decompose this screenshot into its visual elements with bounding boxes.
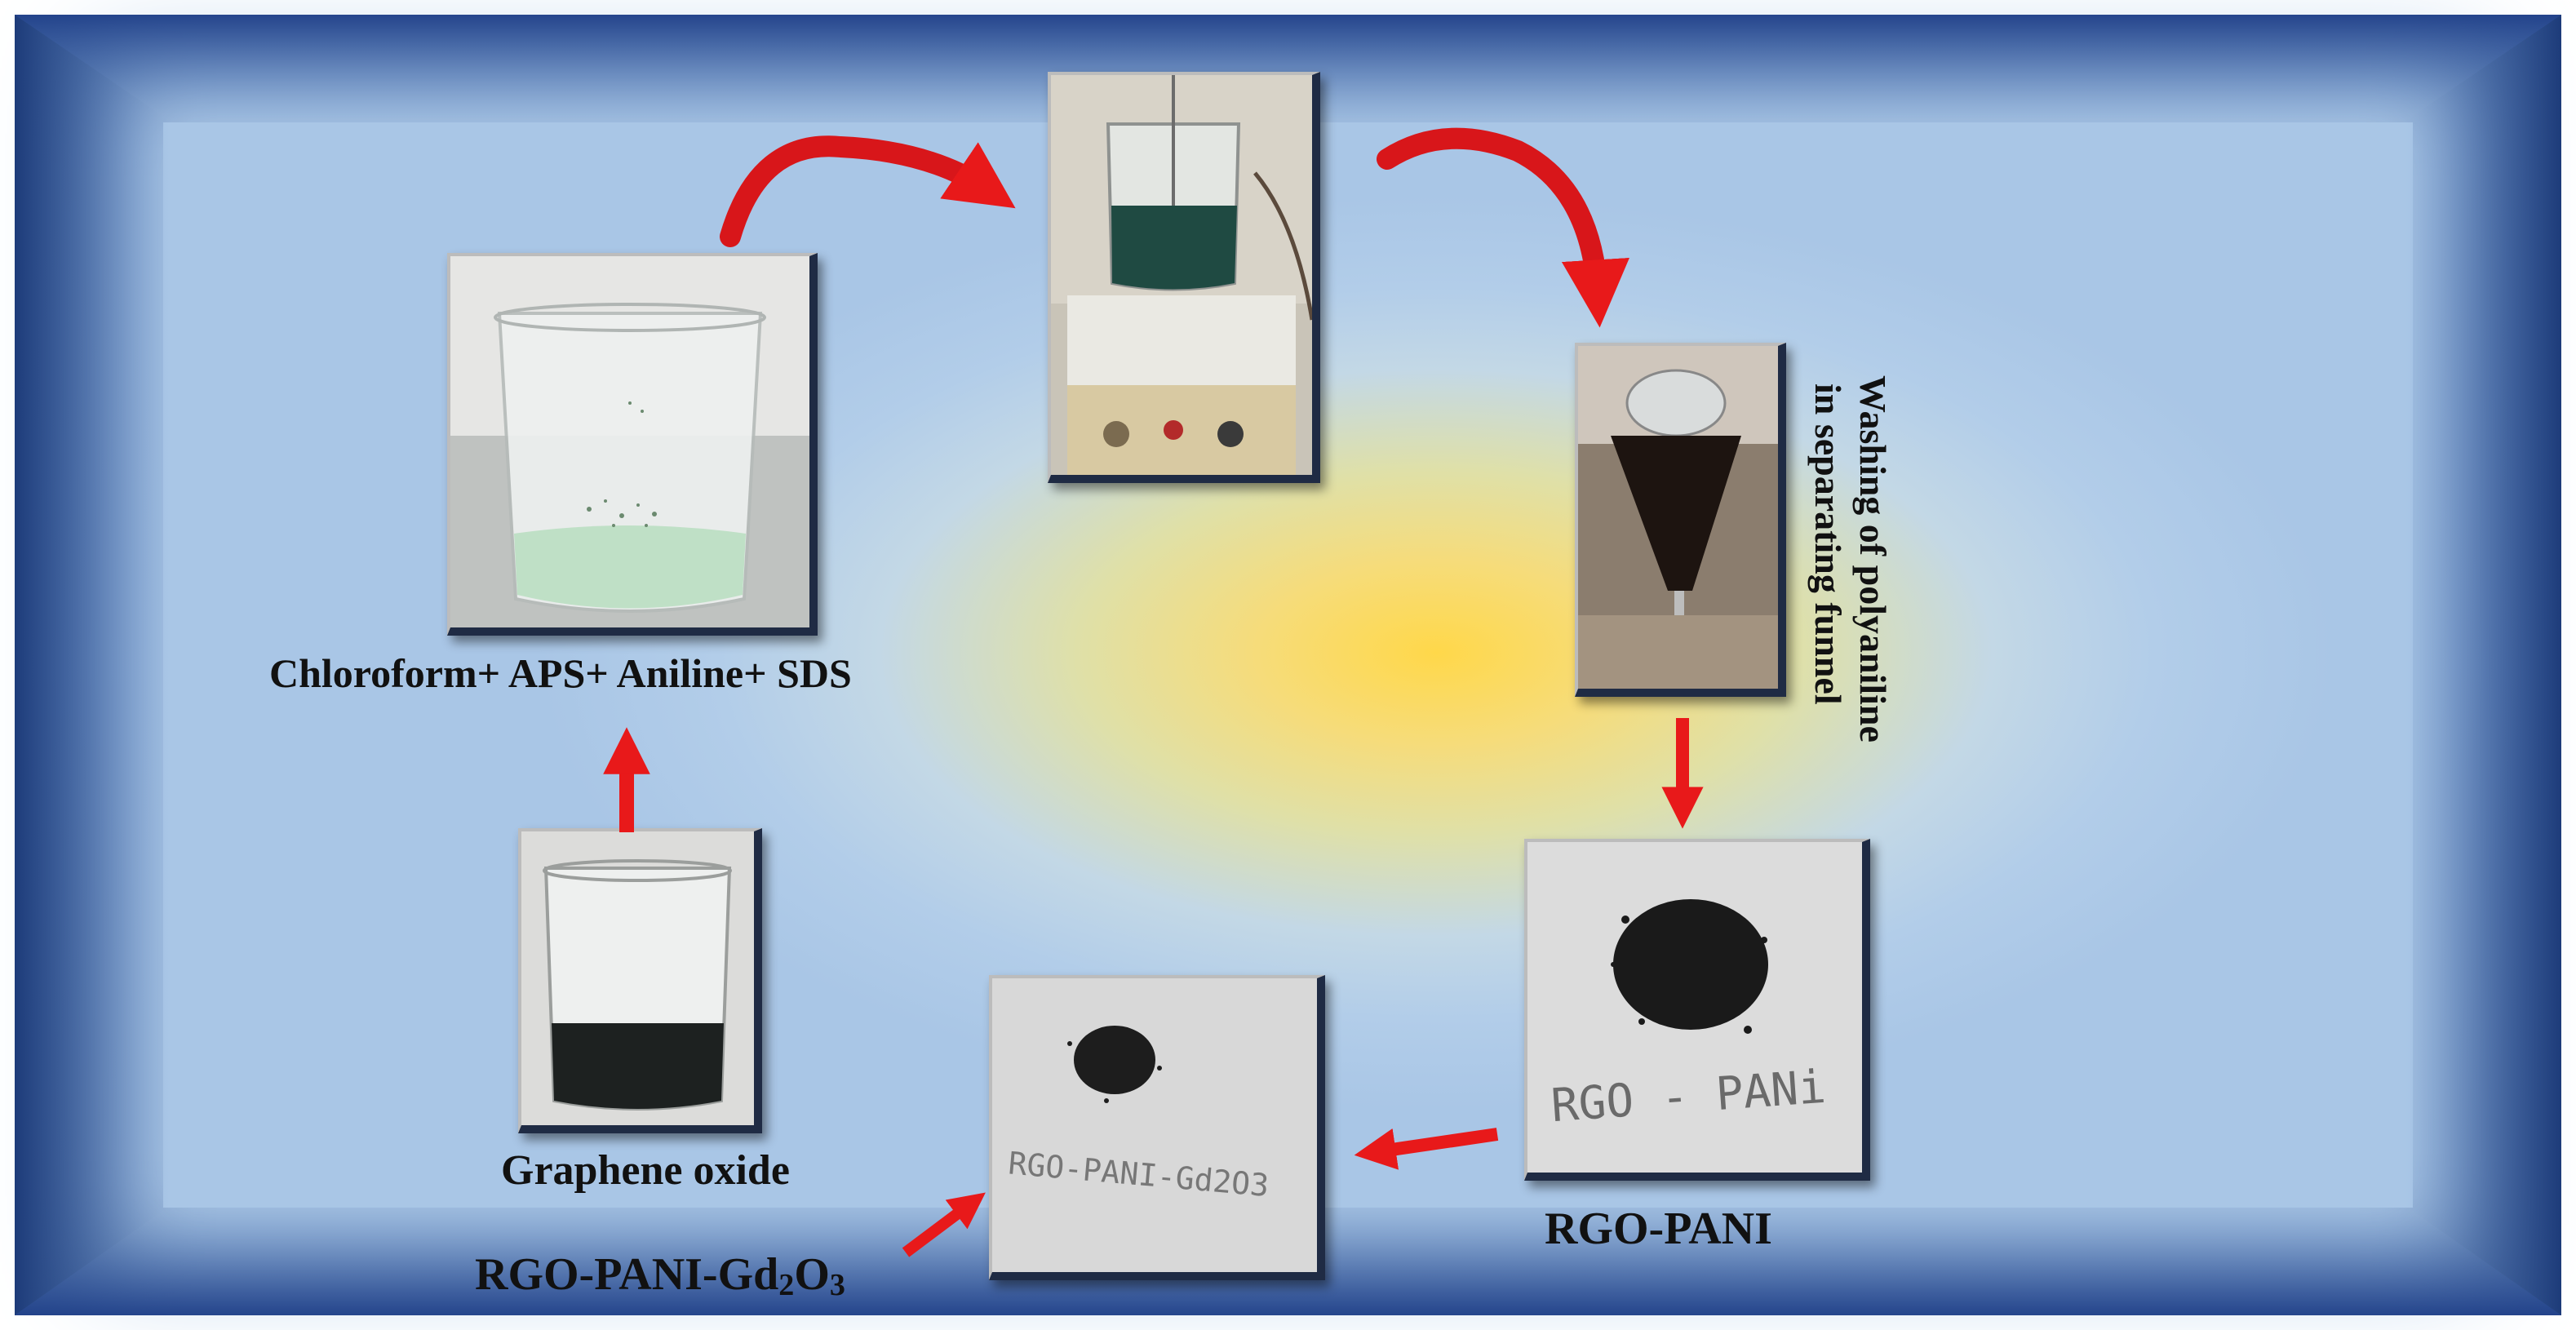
label-final-sub2: 3 xyxy=(829,1267,845,1302)
label-washing-line1: Washing of polyaniline xyxy=(1852,375,1894,743)
photo-rgo-pani-powder: RGO - PANi xyxy=(1524,839,1870,1181)
arrow-left-to-final xyxy=(1354,1128,1499,1170)
label-washing-line2: in separating funnel xyxy=(1807,383,1849,705)
label-graphene-oxide: Graphene oxide xyxy=(501,1147,790,1194)
photo-graphene-oxide xyxy=(518,828,762,1133)
photo-chloroform-mixture xyxy=(447,253,818,636)
photo-separating-funnel xyxy=(1575,343,1786,697)
label-chloroform-mixture: Chloroform+ APS+ Aniline+ SDS xyxy=(269,650,852,696)
curved-arrow-to-hotplate xyxy=(720,135,1016,247)
label-final-prefix: RGO-PANI-Gd xyxy=(475,1249,779,1300)
curved-arrow-to-funnel xyxy=(1377,127,1629,328)
label-final-sub1: 2 xyxy=(778,1267,795,1302)
label-final-mid: O xyxy=(794,1249,830,1300)
arrow-to-final-photo xyxy=(902,1192,986,1257)
label-rgo-pani: RGO-PANI xyxy=(1545,1204,1772,1254)
photo-rgo-pani-gd2o3-powder: RGO-PANI-Gd2O3 xyxy=(989,975,1325,1280)
label-rgo-pani-gd2o3: RGO-PANI-Gd2O3 xyxy=(475,1248,845,1303)
photo-stirring-hotplate xyxy=(1048,72,1320,483)
label-washing-2: in separating funnel xyxy=(1791,383,1864,840)
label-washing: Washing of polyaniline xyxy=(1836,375,1909,832)
